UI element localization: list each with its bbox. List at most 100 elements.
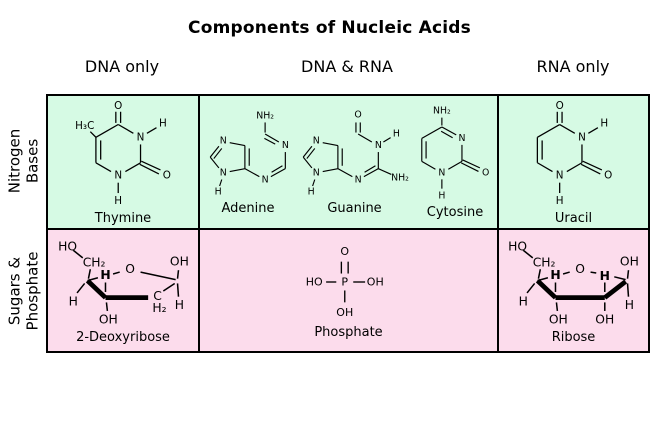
atom-label: O [481, 167, 488, 178]
bond-line [535, 278, 558, 299]
bond-line [461, 159, 480, 169]
bond-line [141, 160, 161, 171]
atom-label: NH₂ [256, 110, 274, 121]
molecule-label-adenine: Adenine [221, 201, 275, 216]
atom-label: CH₂ [533, 255, 556, 269]
bond-line [581, 160, 602, 171]
bond-line [302, 145, 313, 158]
atom-label: O [354, 110, 361, 121]
figure-title: Components of Nucleic Acids [188, 18, 471, 38]
atom-label: N [281, 140, 288, 151]
atom-label: OH [549, 312, 568, 326]
row-label-line: Phosphate [23, 251, 41, 330]
bond-line [562, 270, 570, 275]
row-label-nitrogen-bases: Nitrogen Bases [0, 94, 46, 228]
bond-line [209, 156, 219, 169]
bond-line [125, 161, 141, 172]
cytosine-structure-svg: NH₂ N O N H [420, 106, 489, 201]
atom-label: H [438, 190, 445, 201]
atom-label: OH [336, 306, 353, 319]
bond-line [176, 269, 179, 279]
bond-line [447, 160, 462, 170]
atom-label: O [163, 169, 171, 181]
atom-label: H [393, 129, 400, 140]
atom-label: P [341, 276, 348, 289]
bond-line [383, 137, 391, 143]
bond-line [95, 161, 112, 172]
bond-line [558, 123, 575, 134]
bond-line [270, 168, 286, 178]
atom-label: H [308, 186, 315, 197]
atom-label: OH [98, 312, 117, 326]
bond-line [270, 165, 283, 173]
atom-label: O [114, 100, 122, 112]
bond-line [85, 278, 107, 299]
atom-label: H [114, 195, 122, 207]
atom-label: H [159, 117, 167, 129]
bond-line [526, 282, 536, 293]
atom-label: H [519, 294, 528, 308]
bond-line [105, 301, 108, 311]
bond-line [614, 275, 626, 280]
bond-line [357, 133, 373, 143]
atom-label: NH₂ [433, 106, 451, 117]
bond-line [536, 161, 553, 172]
bond-line [322, 142, 338, 147]
atom-label: HO [58, 239, 77, 253]
atom-label: N [219, 168, 226, 179]
atom-label: H [600, 268, 610, 282]
atom-label: N [375, 140, 382, 151]
atom-label: C [153, 288, 162, 302]
atom-label: NH₂ [391, 173, 409, 184]
bond-line [420, 126, 442, 139]
bond-line [264, 133, 279, 143]
atom-label: H₂ [152, 301, 166, 315]
bond-line [522, 249, 534, 258]
bond-line [244, 168, 260, 178]
atom-label: O [125, 262, 135, 276]
molecule-label-guanine: Guanine [327, 201, 382, 216]
atom-label: N [137, 131, 145, 143]
atom-label: N [438, 167, 445, 178]
bond-line [603, 279, 628, 300]
bond-line [95, 123, 119, 138]
bond-line [87, 268, 91, 279]
atom-label: H [100, 267, 110, 281]
bond-line [263, 137, 275, 145]
bond-line [229, 142, 245, 147]
atom-label: H [214, 186, 221, 197]
atom-label: N [458, 133, 465, 144]
bond-line [162, 282, 175, 292]
atom-label: H [625, 298, 634, 312]
atom-label: O [575, 262, 585, 276]
atom-label: H [555, 194, 563, 206]
atom-label: O [604, 169, 612, 181]
bond-line [364, 165, 376, 173]
atom-label: N [555, 169, 563, 181]
bond-line [139, 270, 176, 280]
bond-line [306, 148, 316, 159]
bond-line [378, 168, 392, 175]
atom-label: OH [595, 312, 614, 326]
atom-label: H [68, 294, 77, 308]
bond-line [72, 249, 83, 258]
atom-label: N [261, 175, 268, 186]
molecule-label-phosphate: Phosphate [314, 325, 383, 340]
bond-line [626, 282, 630, 297]
atom-label: HO [508, 239, 527, 253]
